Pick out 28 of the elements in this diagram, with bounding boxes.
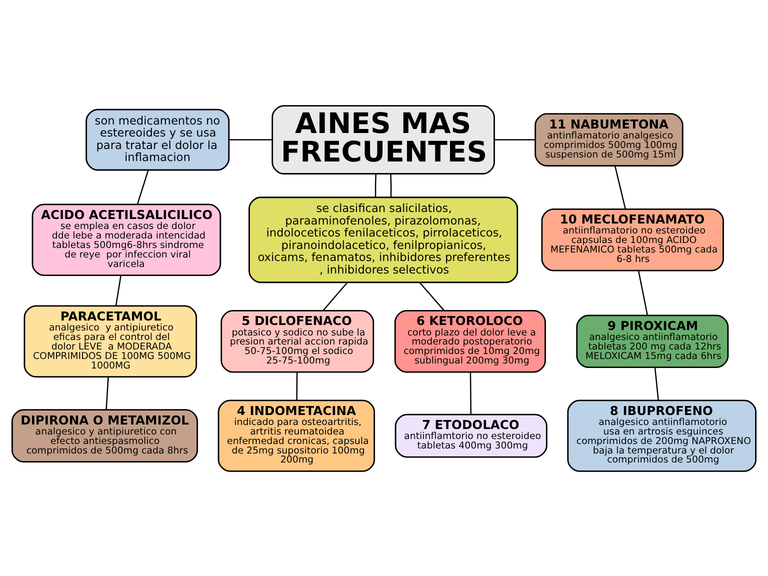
node-box: DIPIRONA O METAMIZOL analgesico y antipiuretico con efecto antiespasmolico comprimidos de 500mg cada 8hrs bbox=[11, 408, 198, 462]
connector bbox=[614, 165, 626, 209]
node-box: AINES MAS FRECUENTES bbox=[272, 104, 495, 174]
connector bbox=[296, 372, 298, 400]
connector bbox=[638, 270, 648, 315]
node-box: ACIDO ACETILSALICILICO se emplea en casos de dolor dde lebe a moderada intencidad tabletas 500mg6-8hrs sindrome de reye por infeccion viral varicela bbox=[32, 203, 222, 276]
node-box: 4 INDOMETACINA indicado para osteoartritis, artritis reumatoidea enfermedad cronicas, capsula de 25mg supositorio 100mg 200mg bbox=[218, 399, 376, 472]
connector bbox=[106, 376, 109, 410]
node-box: 7 ETODOLACO antiinflamtorio no esteroideo tabletas 400mg 300mg bbox=[394, 413, 548, 458]
node-box: 5 DICLOFENACO potasico y sodico no sube la presion arterial accion rapida 50-75-100mg el sodico 25-75-100mg bbox=[220, 309, 374, 372]
node-box: 9 PIROXICAM analgesico antiinflamatorio tabletas 200 mg cada 12hrs MELOXICAM 15mg cada 6hrs bbox=[576, 314, 729, 368]
connector bbox=[494, 138, 536, 140]
connector bbox=[470, 372, 472, 414]
connector bbox=[390, 173, 392, 197]
node-box: 10 MECLOFENAMATO antiinflamatorio no esteroideo capsulas de 100mg ACIDO MEFENAMICO tabletas 500mg cada 6-8 hrs bbox=[541, 208, 724, 271]
node-box: se clasifican salicilatios, paraaminofenoles, pirazolomonas, indoloceticos fenilaceticos, pirrolaceticos, piranoindolacetico, fenilpropianicos, oxicams, fenamatos, inhibidores preferentes , inhibidores selectivos bbox=[248, 196, 518, 283]
connector bbox=[654, 366, 659, 400]
node-box: 11 NABUMETONA antinflamatorio analgesico comprimidos 500mg 100mg suspension de 500mg 15ml bbox=[534, 112, 684, 166]
node-box: son medicamentos no estereoides y se usa para tratar el dolor la inflamacion bbox=[86, 108, 230, 170]
connector bbox=[115, 274, 122, 306]
connector bbox=[322, 282, 348, 310]
node-box: 6 KETOROLOCO corto plazo del dolor leve a moderado postoperatorio comprimidos de 10mg 20mg sublingual 200mg 30mg bbox=[394, 309, 546, 372]
connector bbox=[419, 282, 444, 310]
connector bbox=[136, 170, 149, 204]
connector bbox=[229, 138, 272, 140]
connector bbox=[374, 173, 376, 197]
node-box: PARACETAMOL analgesico y antipiuretico eficas para el control del dolor LEVE a MODERADA COMPRIMIDOS DE 100MG 500MG 1000MG bbox=[24, 304, 198, 377]
node-box: 8 IBUPROFENO analgesico antiinflamotorio usa en artrosis esguinces comprimidos de 200mg NAPROXENO baja la temperatura y el dolor comprimidos de 500mg bbox=[567, 399, 757, 472]
